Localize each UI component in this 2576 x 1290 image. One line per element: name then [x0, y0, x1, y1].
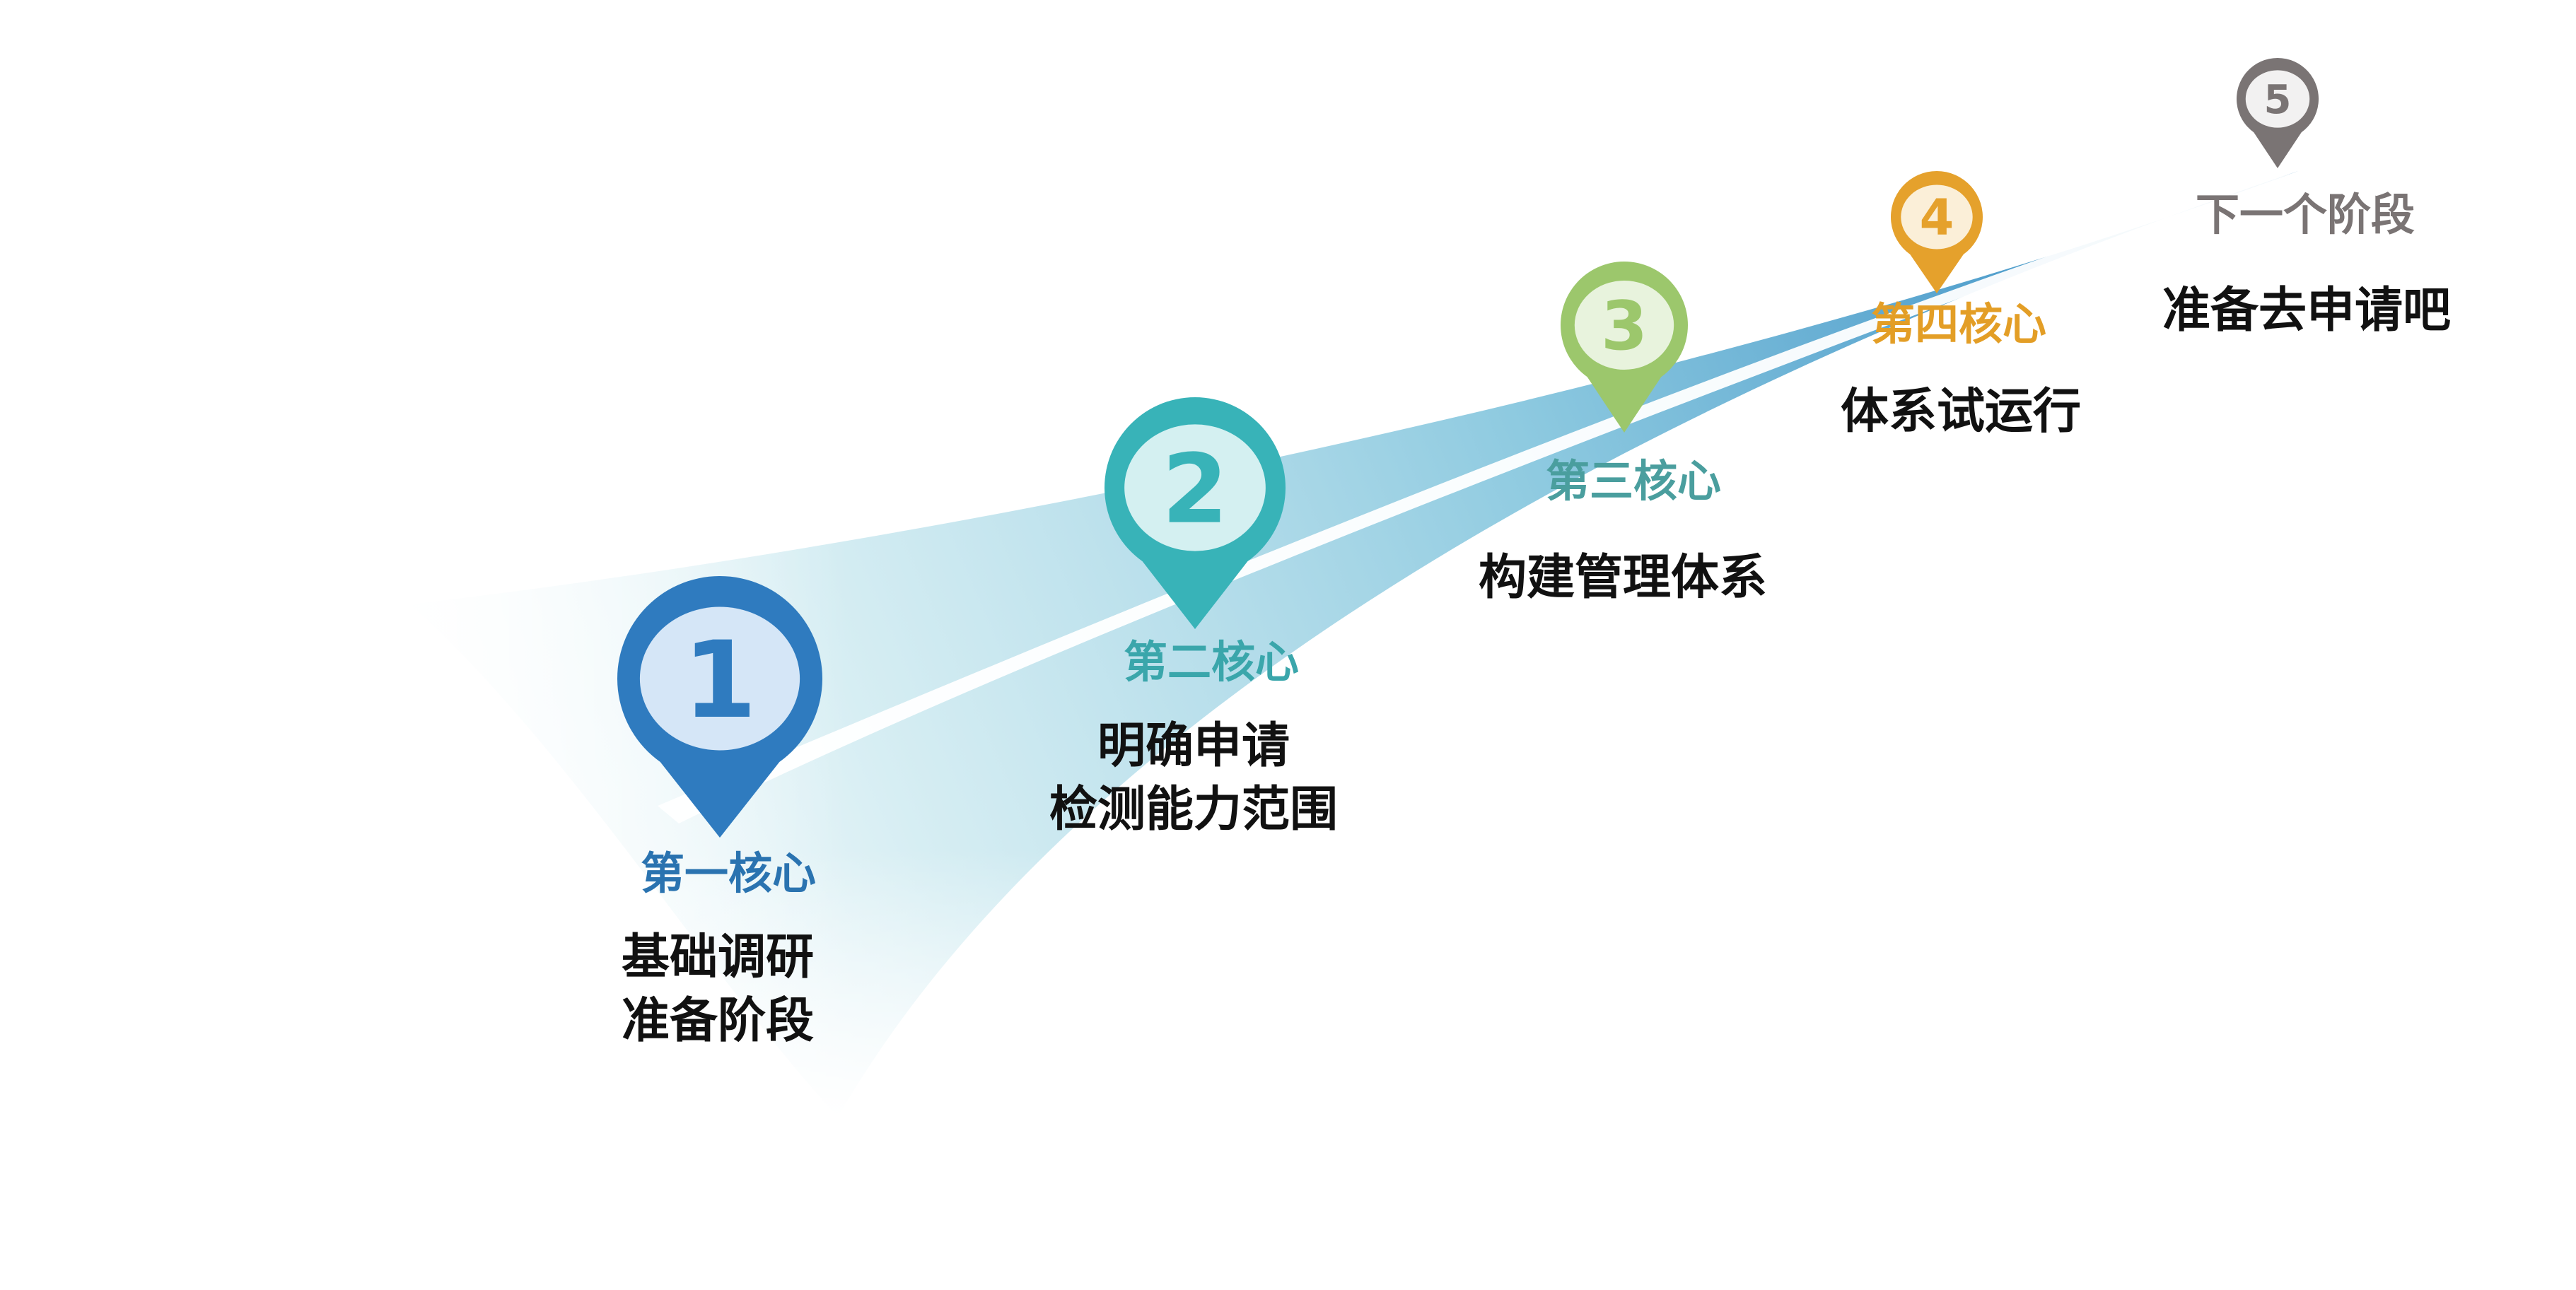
stage-description-line: 基础调研 [622, 930, 814, 985]
stage-description-line: 构建管理体系 [1479, 550, 1767, 606]
milestone-pins: 1 2 3 4 5 [617, 57, 2319, 838]
stage-title: 下一个阶段 [2196, 189, 2415, 240]
pin-inner-circle [2245, 70, 2310, 128]
pin-number: 3 [1601, 288, 1648, 365]
milestone-pin-5: 5 [2237, 57, 2319, 169]
stage-title: 第一核心 [641, 848, 816, 899]
stage-description-line: 体系试运行 [1841, 384, 2081, 440]
pin-inner-circle [1574, 281, 1674, 370]
milestone-pin-4: 4 [1890, 171, 1983, 293]
milestone-pin-2: 2 [1105, 397, 1286, 629]
stage-description-line: 准备去申请吧 [2162, 283, 2451, 339]
stage-description-line: 准备阶段 [622, 993, 814, 1049]
milestone-pin-3: 3 [1561, 262, 1688, 433]
pin-number: 5 [2264, 77, 2292, 123]
pin-number: 4 [1920, 189, 1954, 247]
pin-number: 2 [1162, 434, 1228, 545]
pin-inner-circle [1901, 184, 1973, 250]
pin-inner-circle [1124, 424, 1266, 551]
pin-number: 1 [683, 619, 757, 742]
milestone-pin-1: 1 [617, 576, 822, 838]
stage-description-line: 明确申请 [1097, 718, 1290, 774]
pin-inner-circle [639, 606, 800, 751]
stage-title: 第三核心 [1546, 455, 1721, 507]
stage-title: 第二核心 [1124, 636, 1299, 688]
milestone-labels: 第一核心基础调研准备阶段第二核心明确申请检测能力范围第三核心构建管理体系第四核心… [622, 189, 2451, 1049]
stage-title: 第四核心 [1871, 298, 2046, 350]
stage-description-line: 检测能力范围 [1049, 782, 1338, 838]
